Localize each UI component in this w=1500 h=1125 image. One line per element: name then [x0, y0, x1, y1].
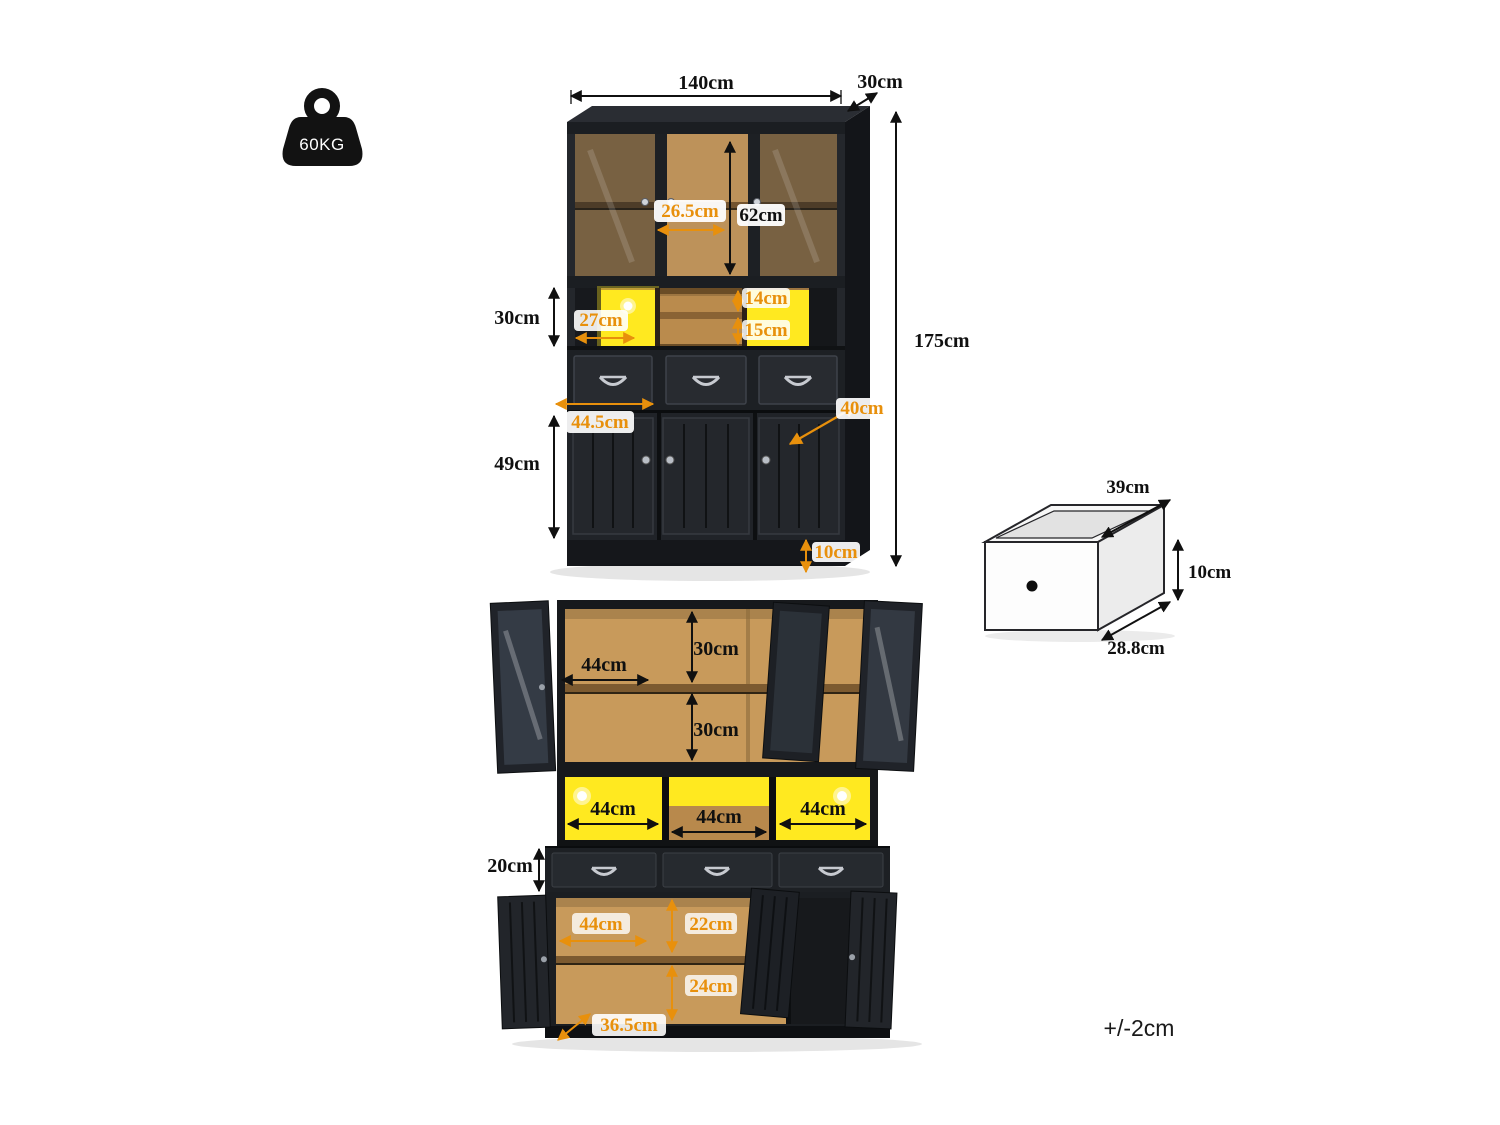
- drawer-knob: [1026, 580, 1038, 592]
- open-lower-door-left: [497, 894, 551, 1030]
- kettlebell-handle: [304, 88, 340, 124]
- drawer-face: [551, 852, 657, 888]
- dim-arrow-drawer-depth: [1100, 499, 1172, 538]
- open-glass-door-left: [489, 600, 557, 774]
- dim-upper-shelf-width: 44cm: [581, 654, 627, 676]
- glass-door-knob-left: [641, 198, 649, 206]
- dim-cubby-top-height: 14cm: [744, 288, 787, 309]
- door-knob: [641, 455, 651, 465]
- open-glass-door-middle: [762, 601, 830, 763]
- open-lower-door-right: [844, 890, 898, 1030]
- open-drawer-row: [545, 846, 890, 892]
- weight-capacity-badge: 60KG: [282, 88, 363, 166]
- cup-handle-icon: [783, 375, 813, 386]
- upper-shelf: [565, 684, 870, 692]
- open-glass-door-right: [855, 600, 923, 772]
- plinth: [567, 540, 845, 566]
- cabinet-side-panel: [845, 106, 870, 566]
- lower-shelf: [556, 956, 786, 963]
- dim-lower-depth: 36.5cm: [600, 1015, 658, 1036]
- cubby-shelf: [655, 312, 747, 319]
- cup-handle-icon: [598, 375, 628, 386]
- drawer-face: [662, 852, 773, 888]
- dim-drawer-height: 10cm: [1188, 562, 1231, 583]
- glass-left-tint: [575, 134, 655, 278]
- cup-handle-icon: [691, 375, 721, 386]
- door-knob: [665, 455, 675, 465]
- front-door-row: [567, 413, 845, 566]
- door-knob: [538, 684, 545, 691]
- drawer-face: [573, 355, 653, 405]
- dim-arrow-drawer-width: [1100, 601, 1172, 641]
- drawer-face: [778, 852, 884, 888]
- dim-drawer-width: 28.8cm: [1107, 638, 1165, 659]
- dim-overall-depth: 30cm: [857, 71, 903, 93]
- drawer-face: [758, 355, 838, 405]
- door-knob: [761, 455, 771, 465]
- dim-drawer-front-height: 20cm: [487, 855, 533, 877]
- dim-arrow-overall-depth: [846, 92, 879, 112]
- dim-cubby-bottom-height: 15cm: [744, 320, 787, 341]
- cup-handle-icon: [703, 866, 731, 876]
- led-light-dot: [623, 301, 633, 311]
- led-light-dot: [577, 791, 587, 801]
- dim-drawer-width: 44.5cm: [571, 412, 629, 433]
- dim-upper-top-height: 30cm: [693, 638, 739, 660]
- dim-led-right-width: 44cm: [800, 798, 846, 820]
- dim-upper-bottom-height: 30cm: [693, 719, 739, 741]
- open-upper-hutch: [557, 600, 878, 770]
- drawer-front-face: [984, 541, 1099, 631]
- dim-arrow-lower-depth: [557, 1013, 591, 1041]
- dim-lower-bottom-height: 24cm: [689, 976, 732, 997]
- door-knob: [540, 956, 547, 963]
- kettlebell-weight-icon: [282, 117, 363, 166]
- open-lower-cabinet: [497, 887, 898, 1038]
- dim-open-shelf-height: 30cm: [494, 307, 540, 329]
- dim-glass-door-height: 62cm: [739, 205, 782, 226]
- drawer-face: [665, 355, 747, 405]
- dim-overall-width: 140cm: [678, 72, 734, 94]
- cup-handle-icon: [817, 866, 845, 876]
- open-view-shadow: [512, 1036, 922, 1052]
- front-view-dimensions: 140cm 30cm 175cm 26.5cm 62cm 30cm 27cm 1…: [494, 71, 970, 574]
- front-view-shadow: [550, 563, 870, 581]
- door-knob: [849, 954, 856, 961]
- drawer-detail: 39cm 10cm 28.8cm: [981, 477, 1231, 659]
- led-light-dot: [837, 791, 847, 801]
- open-lower-door-middle: [739, 887, 800, 1019]
- dim-lower-top-height: 22cm: [689, 914, 732, 935]
- cabinet-top-panel: [567, 106, 870, 122]
- dim-overall-height: 175cm: [914, 330, 970, 352]
- dim-open-shelf-depth: 27cm: [579, 310, 622, 331]
- front-view: [550, 106, 870, 581]
- tolerance-note: +/-2cm: [1104, 1015, 1175, 1041]
- dim-glass-shelf-width: 26.5cm: [661, 201, 719, 222]
- open-view: 44cm 30cm 30cm 44cm 44cm 44cm: [487, 600, 923, 1052]
- cup-handle-icon: [590, 866, 618, 876]
- dim-base-depth: 40cm: [840, 398, 883, 419]
- dim-lower-shelf-width: 44cm: [579, 914, 622, 935]
- dim-led-center-width: 44cm: [696, 806, 742, 828]
- dim-drawer-depth: 39cm: [1106, 477, 1149, 498]
- dim-plinth-height: 10cm: [814, 542, 857, 563]
- cabinet-cornice: [567, 122, 845, 134]
- dim-lower-door-height: 49cm: [494, 453, 540, 475]
- weight-capacity-label: 60KG: [299, 135, 344, 154]
- dim-led-left-width: 44cm: [590, 798, 636, 820]
